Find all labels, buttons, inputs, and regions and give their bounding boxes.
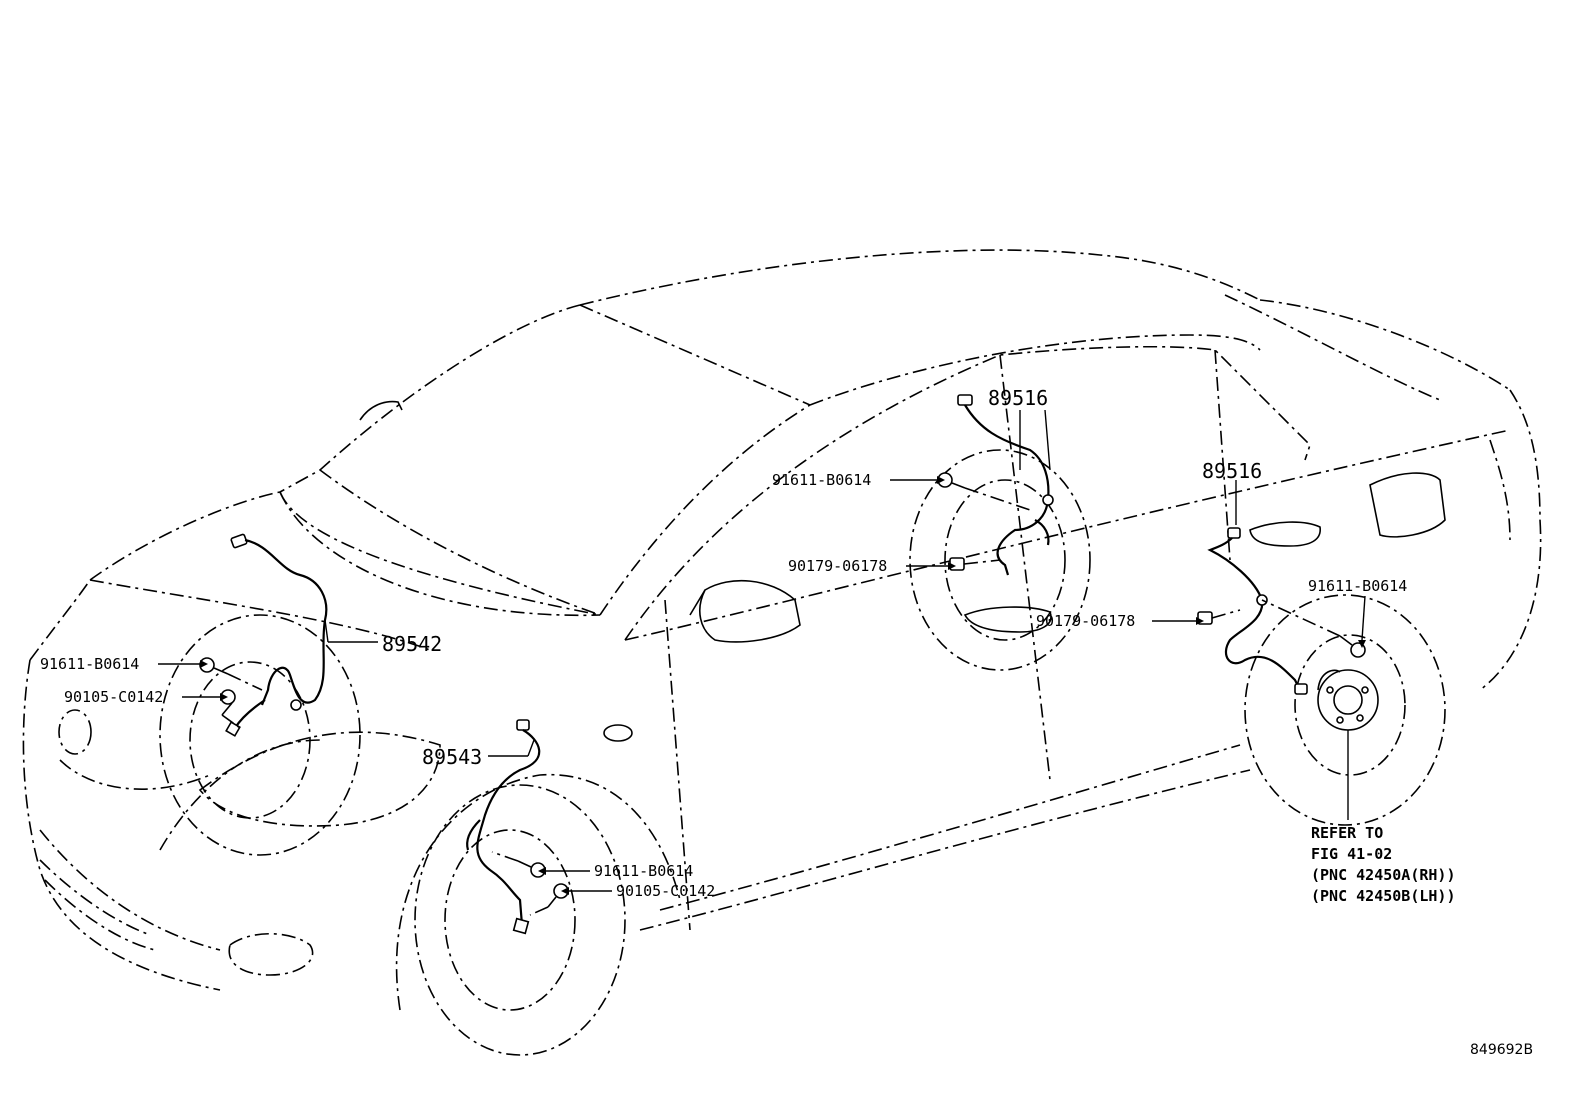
callout-rear-lh-bolt: 91611-B0614 bbox=[772, 471, 871, 489]
callout-front-rh-screw: 90105-C0142 bbox=[64, 688, 163, 706]
callout-rear-lh-sensor: 89516 bbox=[988, 386, 1048, 410]
callout-rear-rh-clip: 90179-06178 bbox=[1036, 612, 1135, 630]
rear-rh-sensor-harness bbox=[1207, 527, 1308, 695]
refer-note-line4: (PNC 42450B(LH)) bbox=[1311, 887, 1456, 905]
bolt-front-rh-icon bbox=[199, 657, 229, 675]
fasteners bbox=[199, 472, 1366, 908]
callout-front-rh-sensor: 89542 bbox=[382, 632, 442, 656]
callout-front-rh-bolt: 91611-B0614 bbox=[40, 655, 139, 673]
car-body-outline bbox=[22, 249, 1542, 1011]
front-lh-sensor-harness bbox=[466, 719, 541, 935]
bolt-rear-rh-icon bbox=[1339, 635, 1366, 658]
leader-lines bbox=[158, 409, 1366, 895]
rear-right-wheel bbox=[1244, 594, 1446, 826]
refer-note-line1: REFER TO bbox=[1311, 824, 1383, 842]
front-right-wheel bbox=[159, 614, 361, 856]
installation-guides bbox=[221, 487, 1341, 916]
refer-note-line3: (PNC 42450A(RH)) bbox=[1311, 866, 1456, 884]
rear-left-wheel bbox=[909, 449, 1091, 671]
screw-front-lh-icon bbox=[547, 883, 569, 908]
illustration-code: 849692B bbox=[1470, 1042, 1533, 1058]
refer-note: REFER TO FIG 41-02 (PNC 42450A(RH)) (PNC… bbox=[1311, 824, 1456, 905]
refer-note-line2: FIG 41-02 bbox=[1311, 845, 1392, 863]
screw-front-rh-icon bbox=[220, 689, 236, 716]
callout-front-lh-bolt: 91611-B0614 bbox=[594, 862, 693, 880]
callout-rear-rh-bolt: 91611-B0614 bbox=[1308, 577, 1407, 595]
callout-rear-rh-sensor: 89516 bbox=[1202, 459, 1262, 483]
bolt-front-lh-icon bbox=[517, 860, 546, 878]
callout-rear-lh-clip: 90179-06178 bbox=[788, 557, 887, 575]
clip-rear-lh-icon bbox=[949, 557, 965, 571]
front-left-wheel bbox=[414, 784, 626, 1056]
callout-front-lh-screw: 90105-C0142 bbox=[616, 882, 715, 900]
rear-hub-bearing bbox=[1317, 669, 1379, 731]
rear-lh-sensor-harness bbox=[957, 394, 1054, 576]
front-rh-sensor-harness bbox=[225, 533, 328, 737]
callout-labels: 89542 91611-B0614 90105-C0142 89543 9161… bbox=[40, 386, 1407, 900]
callout-front-lh-sensor: 89543 bbox=[422, 745, 482, 769]
